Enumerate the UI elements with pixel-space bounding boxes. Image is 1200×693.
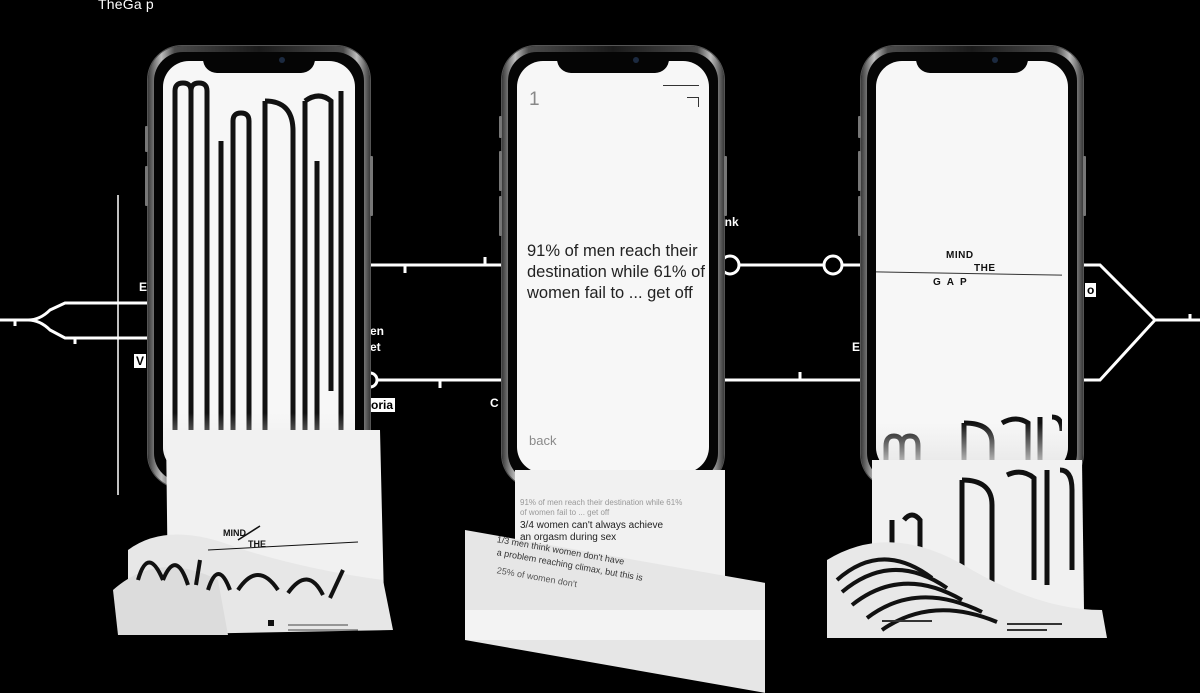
map-line-left-bottom: [27, 318, 160, 340]
statistic-statement: 91% of men reach their destination while…: [527, 242, 705, 302]
map-label-victoria: oria: [369, 398, 396, 412]
page-number: 1: [529, 89, 540, 110]
logo-rule: [876, 271, 1062, 276]
logo-gap: GAP: [933, 277, 973, 288]
menu-line-icon[interactable]: [663, 85, 699, 86]
phone-2: 1 91% of men reach their destination whi…: [499, 46, 727, 488]
phone-1-paper-pile: MIND THE: [113, 430, 393, 635]
map-label-right-box: o: [1085, 283, 1097, 297]
paper-line-4: an orgasm during sex: [520, 532, 617, 543]
map-label-left-a: E: [139, 280, 148, 294]
phone-3-screen: MIND THE GAP: [876, 61, 1068, 473]
map-label-charing: C: [490, 396, 499, 410]
map-label-left-v: V: [134, 354, 147, 368]
phone-2-screen: 1 91% of men reach their destination whi…: [517, 61, 709, 473]
paper-line-3: 3/4 women can't always achieve: [520, 520, 664, 531]
map-label-green-park-1: en: [370, 324, 385, 338]
corner-title: TheGa p: [98, 0, 154, 12]
back-link[interactable]: back: [529, 433, 557, 448]
map-label-green-park-2: et: [370, 340, 381, 354]
map-label-right-e: E: [852, 340, 861, 354]
map-line-right-top: [1070, 263, 1200, 322]
paper-1-the: THE: [248, 539, 266, 549]
station-circle-2: [822, 254, 844, 276]
map-line-left-top: [0, 301, 160, 322]
paper-line-1: 91% of men reach their destination while…: [520, 498, 683, 507]
paper-1-mind: MIND: [223, 528, 246, 538]
phone-1-screen: [163, 61, 355, 473]
phone-3-paper-pile: [827, 460, 1107, 638]
phone-2-paper-pile: 91% of men reach their destination while…: [465, 470, 765, 693]
phone-3: MIND THE GAP: [858, 46, 1086, 488]
mind-the-gap-stretched-type: [172, 80, 344, 473]
tube-map-background: [0, 195, 1200, 495]
logo-the: THE: [974, 263, 996, 274]
paper-line-2: of women fail to ... get off: [520, 508, 610, 517]
menu-line-short-icon: [687, 97, 699, 98]
phone-1: [145, 46, 373, 488]
logo-mind: MIND: [946, 250, 974, 261]
